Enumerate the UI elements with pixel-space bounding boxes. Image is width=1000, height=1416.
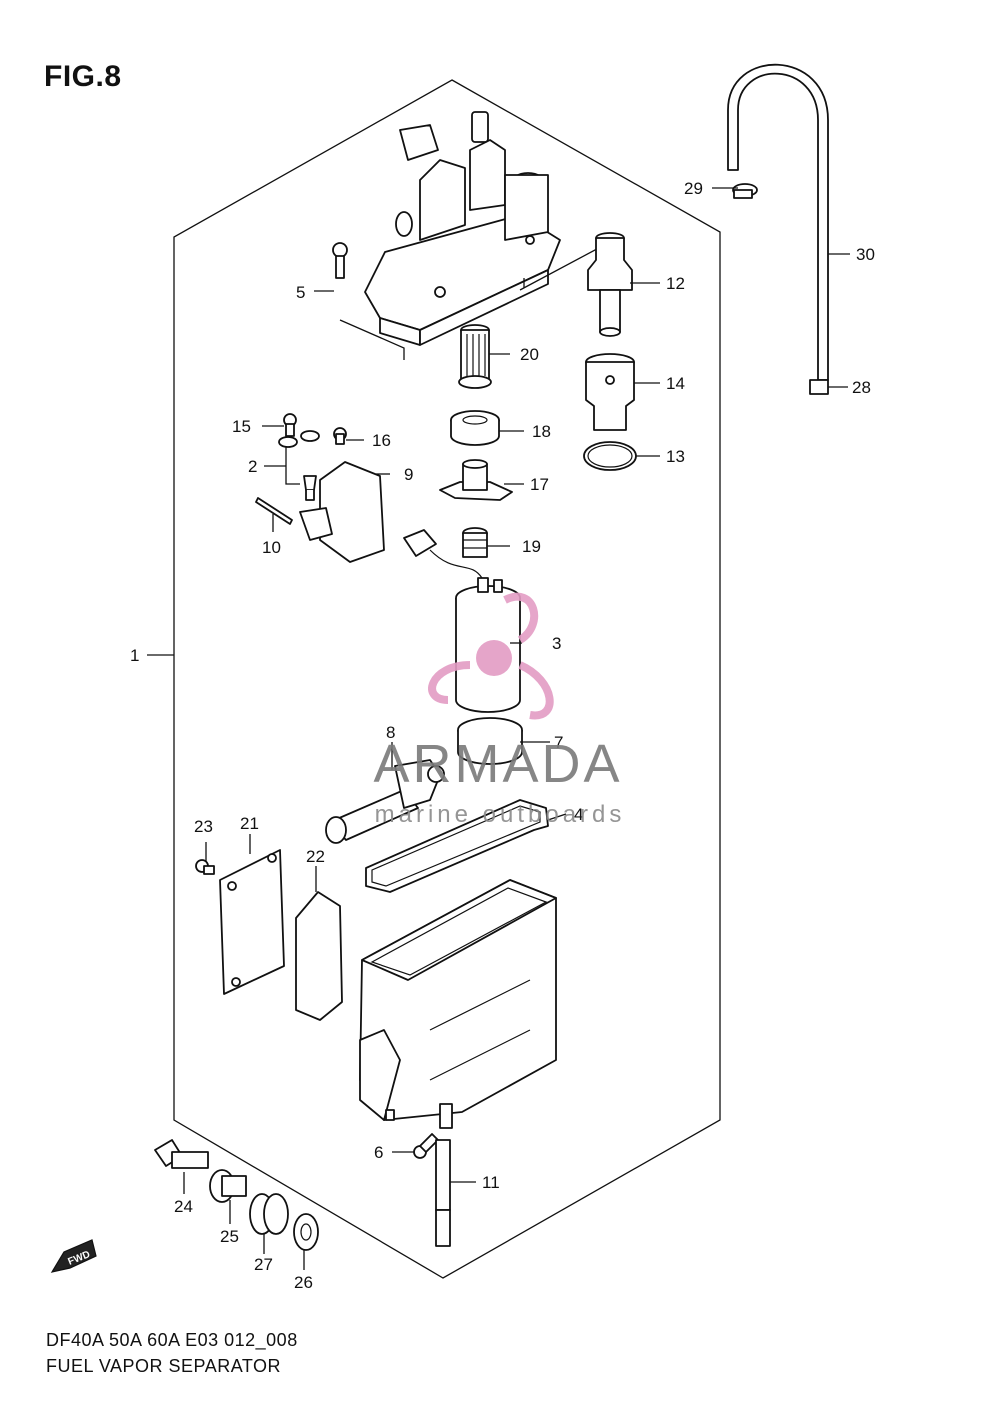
diagram-name: FUEL VAPOR SEPARATOR [46,1356,282,1376]
callout-8: 8 [386,723,395,742]
callout-26: 26 [294,1273,313,1292]
watermark-brand: ARMADA [373,734,622,794]
part-12-valve [587,232,633,337]
callout-5: 5 [296,283,305,302]
top-housing [364,111,561,346]
callout-29: 29 [684,179,703,198]
callout-4: 4 [574,805,583,824]
part-21-plate [219,849,285,995]
callout-2: 2 [248,457,257,476]
callout-11: 11 [482,1173,500,1192]
part-30-hose [727,63,829,381]
figure-title: FIG.8 [44,60,122,93]
armada-watermark: ARMADA marine outboards [373,592,626,828]
fwd-marker: FWD [50,1239,97,1273]
part-24-bolt [154,1139,209,1169]
callout-labels: 1 2 3 4 5 6 7 8 9 10 11 12 13 14 15 16 1… [130,179,875,1292]
callout-9: 9 [404,465,413,484]
callout-13: 13 [666,447,685,466]
part-11-hose [435,1139,451,1247]
part-18-holder [450,410,500,446]
washer-15 [300,430,320,442]
callout-7: 7 [554,733,563,752]
part-8-filter [325,759,445,844]
callout-15: 15 [232,417,251,436]
callout-17: 17 [530,475,549,494]
part-13-o-ring [583,441,637,471]
propeller-logo-icon [428,592,554,720]
leader-lines [147,187,850,1270]
watermark-tagline: marine outboards [375,801,626,828]
callout-30: 30 [856,245,875,264]
callout-1: 1 [130,646,139,665]
part-28-pipe [809,379,829,395]
part-17-bracket [439,459,513,501]
part-27-grommet [249,1193,289,1235]
diagram-code: DF40A 50A 60A E03 012_008 [46,1330,298,1350]
part-22-gasket [295,891,343,1021]
callout-23: 23 [194,817,213,836]
callout-27: 27 [254,1255,273,1274]
callout-3: 3 [552,634,561,653]
part-4-gasket [365,799,549,893]
callout-19: 19 [522,537,541,556]
part-16-screw [333,427,347,445]
callout-14: 14 [666,374,685,393]
assembly-outline [173,79,721,1279]
callout-28: 28 [852,378,871,397]
callout-12: 12 [666,274,685,293]
part-26-washer [293,1213,319,1251]
callout-24: 24 [174,1197,193,1216]
callout-6: 6 [374,1143,383,1162]
part-6-screw [413,1133,439,1159]
callout-22: 22 [306,847,325,866]
part-10-pin [255,497,293,525]
part-9-cover [299,461,385,563]
callout-21: 21 [240,814,259,833]
part-25-collar [209,1169,247,1203]
part-29-clip [732,183,758,199]
part-7-spacer [457,717,523,765]
callout-20: 20 [520,345,539,364]
callout-10: 10 [262,538,281,557]
callout-16: 16 [372,431,391,450]
part-23-screw [195,859,215,875]
separator-body [359,879,557,1129]
part-19-grommet [462,527,488,558]
part-14-damper [585,353,635,431]
part-5-screw [332,242,348,279]
callout-25: 25 [220,1227,239,1246]
part-20-filter [458,324,492,389]
callout-18: 18 [532,422,551,441]
part-2-needle [278,436,317,501]
part-3-fuel-pump [403,529,521,713]
part-15-screw [283,413,297,437]
